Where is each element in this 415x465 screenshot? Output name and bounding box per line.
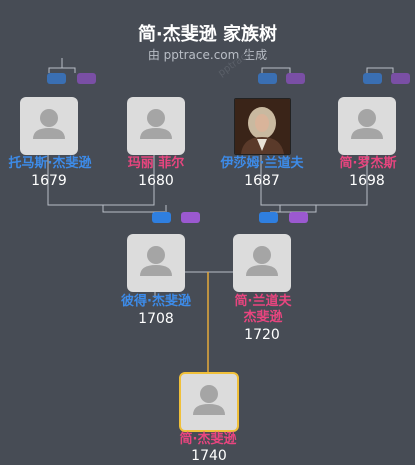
person-name[interactable]: 托马斯·杰斐逊 bbox=[8, 156, 92, 171]
father-link-pill[interactable] bbox=[258, 73, 277, 84]
person-year: 1740 bbox=[191, 448, 227, 464]
father-link-pill[interactable] bbox=[47, 73, 66, 84]
connector-couple-1-down bbox=[102, 205, 165, 213]
page-subtitle: 由 pptrace.com 生成 bbox=[147, 48, 268, 62]
father-link-pill[interactable] bbox=[363, 73, 382, 84]
mother-link-pill[interactable] bbox=[77, 73, 96, 84]
person-name[interactable]: 玛丽 菲尔 bbox=[127, 156, 185, 171]
person-card-mary[interactable] bbox=[127, 97, 185, 155]
avatar-placeholder-icon bbox=[246, 246, 278, 276]
connector-couple-3 bbox=[366, 67, 394, 73]
avatar-placeholder-icon bbox=[33, 109, 65, 139]
avatar-placeholder-icon bbox=[351, 109, 383, 139]
mother-link-pill[interactable] bbox=[391, 73, 410, 84]
avatar-placeholder-icon bbox=[140, 246, 172, 276]
person-name-line2[interactable]: 杰斐逊 bbox=[243, 310, 283, 325]
person-name[interactable]: 伊莎姆·兰道夫 bbox=[220, 156, 304, 171]
connector-couple-2 bbox=[261, 67, 291, 73]
person-name[interactable]: 简·罗杰斯 bbox=[339, 156, 397, 171]
person-name-line1[interactable]: 简·兰道夫 bbox=[234, 294, 292, 309]
mother-link-pill[interactable] bbox=[289, 212, 308, 223]
avatar-placeholder-icon bbox=[140, 109, 172, 139]
page-title: 简·杰斐逊 家族树 bbox=[137, 24, 278, 45]
connector-couple-1-drop bbox=[47, 154, 155, 206]
person-card-jane-rogers[interactable] bbox=[338, 97, 396, 155]
avatar-placeholder-icon bbox=[193, 385, 225, 415]
person-card-peter[interactable] bbox=[127, 234, 185, 292]
person-name[interactable]: 彼得·杰斐逊 bbox=[121, 294, 191, 309]
person-year: 1680 bbox=[138, 173, 174, 189]
person-year: 1679 bbox=[31, 173, 67, 189]
connector-couple-2-drop bbox=[260, 154, 368, 206]
father-link-pill[interactable] bbox=[259, 212, 278, 223]
connector-couple-1 bbox=[48, 58, 76, 73]
person-portrait-isham[interactable] bbox=[234, 98, 291, 155]
portrait-image bbox=[235, 99, 290, 154]
person-card-focus-jane[interactable] bbox=[179, 372, 239, 432]
father-link-pill[interactable] bbox=[152, 212, 171, 223]
person-card-thomas[interactable] bbox=[20, 97, 78, 155]
person-year: 1708 bbox=[138, 311, 174, 327]
mother-link-pill[interactable] bbox=[181, 212, 200, 223]
connector-couple-2-down bbox=[270, 205, 317, 213]
person-card-jane-randolph[interactable] bbox=[233, 234, 291, 292]
mother-link-pill[interactable] bbox=[286, 73, 305, 84]
person-year: 1687 bbox=[244, 173, 280, 189]
connector-couple-4 bbox=[165, 205, 281, 212]
person-year: 1720 bbox=[244, 327, 280, 343]
person-name[interactable]: 简·杰斐逊 bbox=[179, 432, 237, 447]
person-year: 1698 bbox=[349, 173, 385, 189]
